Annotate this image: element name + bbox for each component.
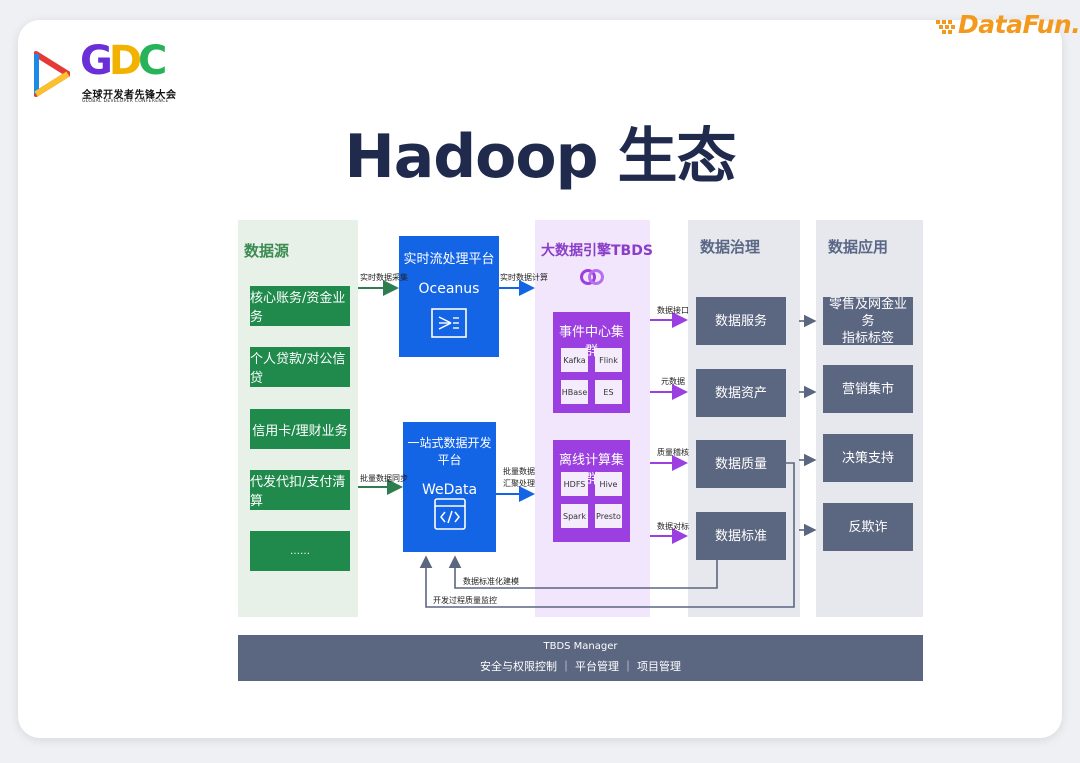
source-item-more: …… bbox=[250, 531, 350, 571]
tbds-logo-icon bbox=[580, 269, 604, 285]
label-realtime-compute: 实时数据计算 bbox=[500, 273, 548, 282]
chip-kafka: Kafka bbox=[561, 348, 588, 372]
governance-item-data-assets: 数据资产 bbox=[696, 369, 786, 417]
tbds-manager-name: TBDS Manager bbox=[543, 641, 618, 652]
gdc-letter-d: D bbox=[108, 38, 142, 84]
application-item-retail-metrics: 零售及网金业务 指标标签 bbox=[823, 297, 913, 346]
oceanus-label: Oceanus bbox=[418, 281, 480, 297]
label-quality-monitoring: 开发过程质量监控 bbox=[433, 596, 497, 605]
chip-hive: Hive bbox=[595, 472, 622, 496]
wedata-platform-box: 一站式数据开发平台 WeData bbox=[403, 422, 496, 552]
tbds-engine-heading: 大数据引擎TBDS bbox=[541, 243, 653, 259]
label-realtime-ingest: 实时数据采集 bbox=[360, 273, 408, 282]
source-item-credit-card: 信用卡/理财业务 bbox=[250, 409, 350, 449]
data-governance-heading: 数据治理 bbox=[700, 238, 761, 256]
gdc-english-name: GLOBAL DEVELOPER CONFERENCE bbox=[82, 99, 169, 104]
gdc-letter-c: C bbox=[138, 38, 167, 84]
label-standard-modeling: 数据标准化建模 bbox=[463, 577, 519, 586]
label-batch-process-line2: 汇聚处理 bbox=[503, 479, 535, 488]
data-source-heading: 数据源 bbox=[244, 242, 290, 260]
chip-flink: Flink bbox=[595, 348, 622, 372]
gdc-play-logo-icon bbox=[34, 51, 70, 97]
code-window-icon bbox=[434, 498, 466, 530]
application-item-decision-support: 决策支持 bbox=[823, 434, 913, 482]
tbds-manager-features: 安全与权限控制 ｜ 平台管理 ｜ 项目管理 bbox=[480, 660, 681, 673]
source-item-loans: 个人贷款/对公信贷 bbox=[250, 347, 350, 387]
label-metadata: 元数据 bbox=[661, 377, 685, 386]
gdc-chinese-name: 全球开发者先锋大会 bbox=[82, 90, 177, 101]
source-item-core-accounting: 核心账务/资金业务 bbox=[250, 286, 350, 326]
event-center-cluster: 事件中心集群 Kafka Flink HBase ES bbox=[553, 312, 630, 413]
data-application-heading: 数据应用 bbox=[828, 238, 889, 256]
chip-hdfs: HDFS bbox=[561, 472, 588, 496]
application-item-marketing-mart: 营销集市 bbox=[823, 365, 913, 413]
gdc-wordmark: GDC bbox=[80, 38, 167, 84]
offline-compute-cluster: 离线计算集群 HDFS Hive Spark Presto bbox=[553, 440, 630, 542]
realtime-platform-title: 实时流处理平台 bbox=[403, 252, 495, 267]
realtime-platform-box: 实时流处理平台 Oceanus bbox=[399, 236, 499, 357]
source-item-payments: 代发代扣/支付清算 bbox=[250, 470, 350, 510]
wedata-label: WeData bbox=[421, 482, 478, 498]
data-application-panel bbox=[816, 220, 923, 617]
governance-item-data-standard: 数据标准 bbox=[696, 512, 786, 560]
label-data-interface: 数据接口 bbox=[657, 306, 689, 315]
stream-processing-icon bbox=[431, 308, 467, 338]
application-item-anti-fraud: 反欺诈 bbox=[823, 503, 913, 551]
datafun-dots-icon bbox=[936, 20, 955, 34]
label-batch-process: 批量数据 汇聚处理 bbox=[503, 466, 535, 490]
label-data-benchmark: 数据对标 bbox=[657, 522, 689, 531]
governance-item-data-service: 数据服务 bbox=[696, 297, 786, 345]
label-quality-audit: 质量稽核 bbox=[657, 448, 689, 457]
chip-presto: Presto bbox=[595, 504, 622, 528]
wedata-platform-title: 一站式数据开发平台 bbox=[407, 436, 492, 467]
governance-item-data-quality: 数据质量 bbox=[696, 440, 786, 488]
chip-es: ES bbox=[595, 380, 622, 404]
chip-spark: Spark bbox=[561, 504, 588, 528]
slide-title: Hadoop 生态 bbox=[344, 122, 737, 192]
gdc-letter-g: G bbox=[80, 38, 113, 84]
label-batch-process-line1: 批量数据 bbox=[503, 467, 535, 476]
event-cluster-title: 事件中心集群 bbox=[558, 325, 624, 359]
label-batch-sync: 批量数据同步 bbox=[360, 474, 408, 483]
chip-hbase: HBase bbox=[561, 380, 588, 404]
tbds-manager-bar: TBDS Manager 安全与权限控制 ｜ 平台管理 ｜ 项目管理 bbox=[238, 635, 923, 681]
datafun-logo-text: DataFun. bbox=[958, 10, 1080, 39]
